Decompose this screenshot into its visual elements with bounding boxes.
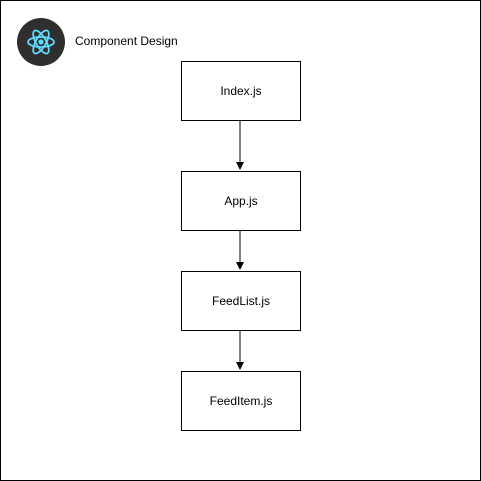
node-index-js: Index.js bbox=[181, 61, 301, 121]
node-app-js: App.js bbox=[181, 171, 301, 231]
node-label: FeedList.js bbox=[211, 294, 271, 308]
node-feedlist-js: FeedList.js bbox=[181, 271, 301, 331]
node-label: Index.js bbox=[220, 84, 262, 98]
node-label: FeedItem.js bbox=[209, 394, 273, 408]
node-feeditem-js: FeedItem.js bbox=[181, 371, 301, 431]
diagram-title: Component Design bbox=[75, 34, 178, 48]
node-label: App.js bbox=[224, 194, 258, 208]
react-logo-icon bbox=[17, 18, 65, 66]
